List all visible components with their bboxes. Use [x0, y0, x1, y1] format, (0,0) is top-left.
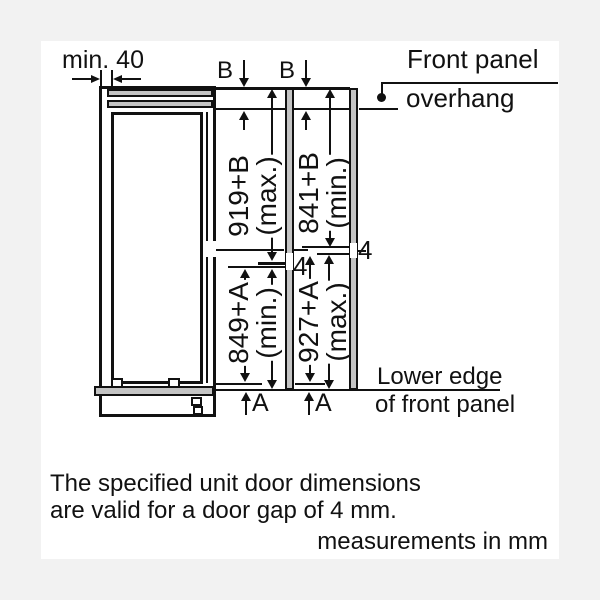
- arrow-right-icon: [91, 75, 100, 83]
- door-split-gap: [204, 241, 217, 257]
- gap-4-label-middle: 4: [293, 251, 308, 281]
- a-arrow-shaft-2: [308, 401, 310, 415]
- b-overhang-label-2: B: [279, 57, 296, 84]
- dim-lower-left-qualifier: (min.): [251, 285, 282, 361]
- dim-upper-right-value: 841+B: [293, 150, 324, 236]
- min-gap-tick-right: [111, 70, 113, 87]
- lower-edge-label-line1: Lower edge: [377, 363, 503, 390]
- b-arrow-shaft-1: [243, 60, 245, 79]
- min-gap-arrow-shaft-left: [72, 78, 92, 80]
- caption-line1: The specified unit door dimensions: [50, 470, 421, 497]
- arrow-down-icon: [267, 252, 277, 261]
- arrow-up-icon: [304, 392, 314, 401]
- arrow-up-icon: [241, 392, 251, 401]
- mid-gap-line-lower: [228, 266, 285, 268]
- cabinet-top-strip-1: [107, 89, 213, 97]
- front-panel-overhang-label-line1: Front panel: [407, 44, 539, 74]
- b-arrow-shaft-2: [305, 60, 307, 79]
- a-overhang-label-2: A: [315, 389, 332, 417]
- units-note: measurements in mm: [317, 528, 548, 555]
- right-gap-line-lower: [317, 253, 349, 255]
- arrow-up-icon: [239, 111, 249, 120]
- arrow-up-icon: [267, 89, 277, 98]
- hinge-block-1: [191, 397, 202, 406]
- gap-4-label-right: 4: [358, 235, 373, 265]
- dim-upper-right-qualifier: (min.): [321, 155, 352, 231]
- b-overhang-label-1: B: [217, 57, 234, 84]
- door-bottom-line-seg1: [213, 383, 262, 385]
- a-overhang-label-1: A: [252, 389, 269, 417]
- arrow-down-icon: [301, 78, 311, 87]
- cabinet-base-bar: [94, 386, 214, 396]
- front-panel-bar-middle: [285, 88, 294, 390]
- dim-upper-left-value: 919+B: [223, 153, 254, 239]
- arrow-up-icon: [267, 269, 277, 278]
- panel-lower-edge-line: [213, 389, 500, 391]
- min-gap-tick-left: [100, 70, 102, 87]
- dim-lower-right-qualifier: (max.): [321, 280, 352, 364]
- arrow-down-icon: [267, 380, 277, 389]
- arrow-up-icon: [301, 111, 311, 120]
- overhang-leader-line: [381, 82, 558, 84]
- b-underarrow-shaft-2: [305, 120, 307, 130]
- arrow-up-icon: [324, 255, 334, 264]
- dim-lower-right-value: 927+A: [293, 279, 324, 365]
- front-panel-gap-middle: [286, 253, 293, 270]
- mid-gap-stub: [294, 249, 308, 251]
- front-panel-top-line: [216, 87, 350, 90]
- right-gap-stub: [358, 250, 366, 252]
- front-panel-overhang-label-line2: overhang: [406, 83, 515, 113]
- arrow-up-icon: [305, 256, 315, 265]
- hinge-block-2: [193, 406, 203, 415]
- door-top-line-seg2: [294, 108, 349, 110]
- arrow-down-icon: [325, 238, 335, 247]
- b-underarrow-shaft-1: [243, 120, 245, 130]
- front-panel-gap-right: [350, 243, 357, 258]
- a-arrow-shaft-1: [245, 401, 247, 415]
- arrow-up-icon: [240, 269, 250, 278]
- arrow-down-icon: [240, 373, 250, 382]
- leader-dot-icon: [377, 93, 386, 102]
- door-top-line-seg1: [216, 108, 285, 110]
- cabinet-top-strip-2: [107, 100, 213, 108]
- arrow-down-icon: [239, 78, 249, 87]
- dim-upper-left-qualifier: (max.): [251, 154, 282, 238]
- min-gap-label: min. 40: [62, 46, 144, 74]
- mid-gap-line-upper: [216, 249, 284, 251]
- door-bottom-line-seg2: [295, 383, 325, 385]
- caption-line2: are valid for a door gap of 4 mm.: [50, 497, 397, 524]
- front-panel-bar-right: [349, 88, 358, 390]
- door-top-line-seg3: [359, 108, 398, 110]
- lower-edge-label-line2: of front panel: [375, 391, 516, 418]
- arrow-down-icon: [305, 373, 315, 382]
- arrow-down-icon: [324, 380, 334, 389]
- right-gap-line-upper: [302, 246, 349, 248]
- min-gap-arrow-shaft-right: [121, 78, 141, 80]
- arrow-left-icon: [113, 75, 122, 83]
- appliance-door: [111, 112, 203, 384]
- dim-lower-left-value: 849+A: [223, 280, 254, 366]
- overhang-leader-step: [381, 84, 383, 94]
- mid-gap-line-thick: [258, 262, 285, 265]
- arrow-up-icon: [325, 89, 335, 98]
